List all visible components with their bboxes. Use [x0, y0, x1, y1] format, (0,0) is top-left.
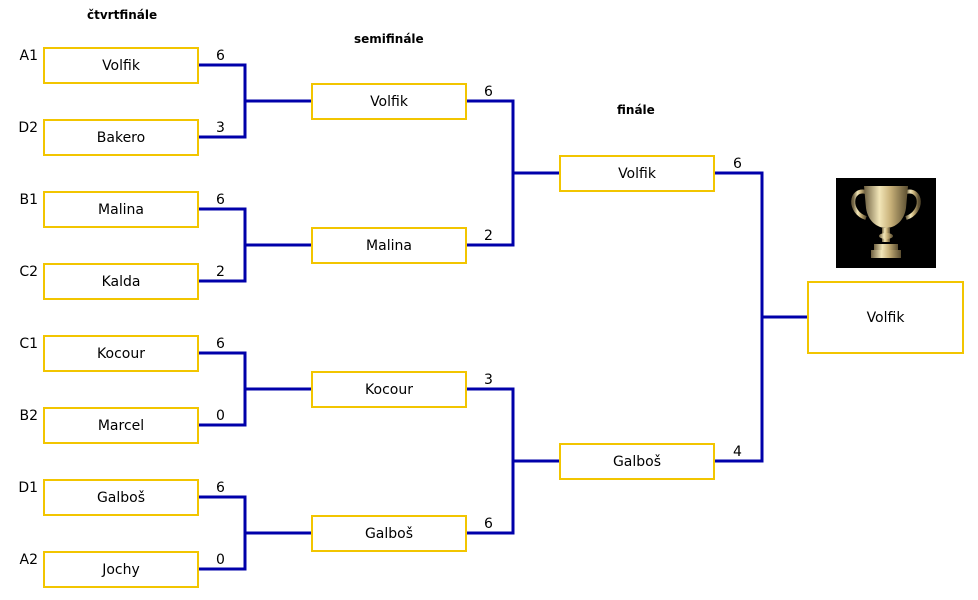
- seed-label: A1: [19, 48, 38, 64]
- semifinal-team-box: Galboš: [311, 515, 467, 552]
- seed-label: D2: [18, 120, 38, 136]
- quarterfinal-team-box: Marcel: [43, 407, 199, 444]
- quarterfinal-team-box: Malina: [43, 191, 199, 228]
- round-label-final: finále: [617, 103, 655, 117]
- quarterfinal-team-box: Kalda: [43, 263, 199, 300]
- semifinal-score: 6: [484, 516, 493, 532]
- quarterfinal-score: 2: [216, 264, 225, 280]
- final-score: 4: [733, 444, 742, 460]
- seed-label: B2: [19, 408, 38, 424]
- round-label-semifinal: semifinále: [354, 32, 424, 46]
- quarterfinal-team-box: Jochy: [43, 551, 199, 588]
- seed-label: C2: [19, 264, 38, 280]
- final-score: 6: [733, 156, 742, 172]
- semifinal-score: 6: [484, 84, 493, 100]
- quarterfinal-score: 0: [216, 408, 225, 424]
- quarterfinal-score: 6: [216, 336, 225, 352]
- champion-box: Volfik: [807, 281, 964, 354]
- semifinal-score: 3: [484, 372, 493, 388]
- quarterfinal-score: 0: [216, 552, 225, 568]
- quarterfinal-team-box: Bakero: [43, 119, 199, 156]
- quarterfinal-team-box: Galboš: [43, 479, 199, 516]
- quarterfinal-score: 3: [216, 120, 225, 136]
- round-label-quarterfinal: čtvrtfinále: [87, 8, 158, 22]
- seed-label: B1: [19, 192, 38, 208]
- seed-label: C1: [19, 336, 38, 352]
- semifinal-team-box: Volfik: [311, 83, 467, 120]
- semifinal-team-box: Malina: [311, 227, 467, 264]
- quarterfinal-score: 6: [216, 192, 225, 208]
- quarterfinal-team-box: Volfik: [43, 47, 199, 84]
- seed-label: D1: [18, 480, 38, 496]
- trophy-icon: [836, 178, 936, 268]
- final-team-box: Volfik: [559, 155, 715, 192]
- final-team-box: Galboš: [559, 443, 715, 480]
- quarterfinal-score: 6: [216, 48, 225, 64]
- seed-label: A2: [19, 552, 38, 568]
- semifinal-score: 2: [484, 228, 493, 244]
- semifinal-team-box: Kocour: [311, 371, 467, 408]
- quarterfinal-team-box: Kocour: [43, 335, 199, 372]
- quarterfinal-score: 6: [216, 480, 225, 496]
